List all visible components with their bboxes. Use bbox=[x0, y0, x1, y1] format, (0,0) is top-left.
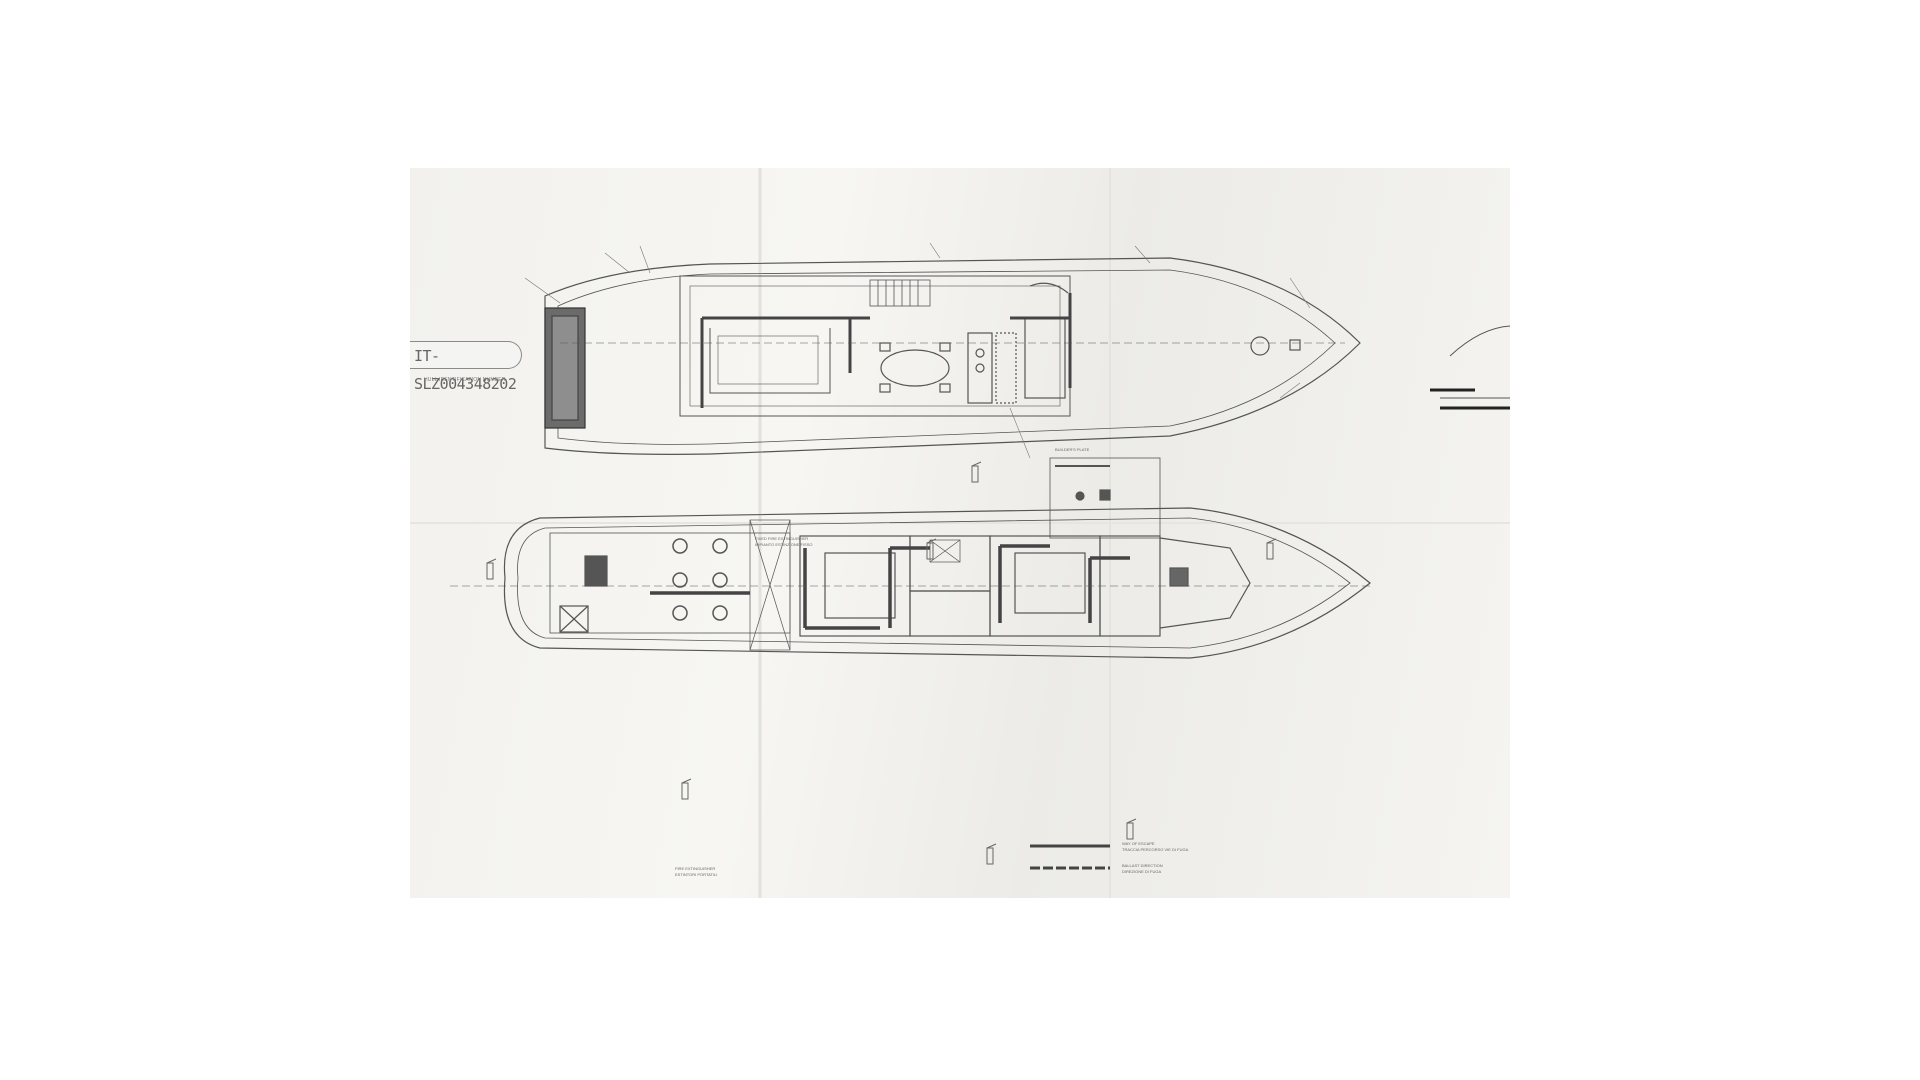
hull-id-label: IT-SLZ004348202 bbox=[410, 341, 522, 393]
ballast-direction-label: BALLAST DIRECTION bbox=[1122, 863, 1163, 868]
portable-extinguisher-label: FIRE EXTINGUISHER bbox=[675, 866, 716, 871]
deck-plan-drawing bbox=[410, 168, 1510, 898]
way-of-escape-label-it: TRACCIA PERCORSO VIE DI FUGA bbox=[1122, 847, 1189, 852]
lower-deck-plan bbox=[450, 507, 1371, 659]
deck-plan-photo: IT-SLZ004348202 HULL IDENTIFICATION NUMB… bbox=[410, 168, 1510, 898]
upper-deck-plan bbox=[544, 257, 1361, 539]
hull-id-caption: HULL IDENTIFICATION NUMBER bbox=[424, 377, 506, 383]
legend-bars bbox=[1030, 844, 1110, 870]
fixed-extinguisher-label: FIXED FIRE EXTINGUISHER bbox=[755, 536, 809, 541]
ballast-direction-label-it: DIREZIONE DI FUGA bbox=[1122, 869, 1162, 874]
way-of-escape-label: WAY OF ESCAPE bbox=[1122, 841, 1155, 846]
fire-extinguisher-icons bbox=[486, 461, 1277, 865]
fixed-extinguisher-label-it: IMPIANTO ESTINZIONE FISSO bbox=[755, 542, 813, 547]
builders-plate-label: BUILDER'S PLATE bbox=[1055, 447, 1090, 452]
portable-extinguisher-label-it: ESTINTORI PORTATILI bbox=[675, 872, 718, 877]
